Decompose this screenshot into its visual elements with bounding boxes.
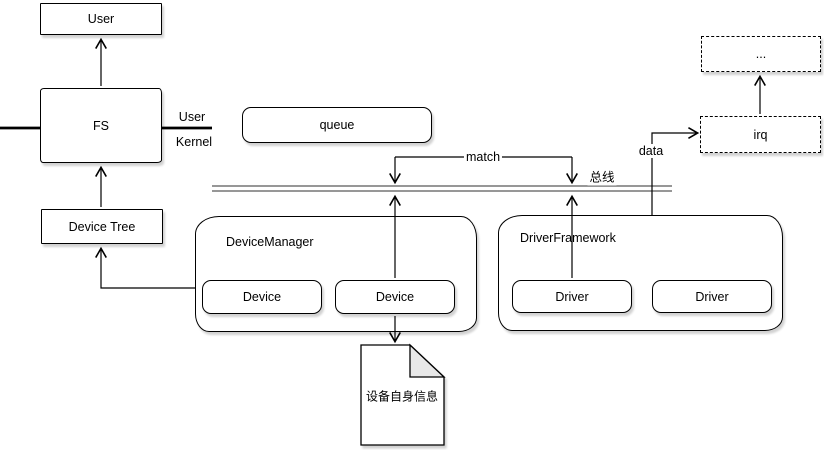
container-driver-framework-label: DriverFramework: [520, 231, 616, 245]
node-driver-1: Driver: [512, 280, 632, 313]
node-queue: queue: [242, 107, 432, 143]
container-device-manager-label: DeviceManager: [226, 235, 314, 249]
note-fold: [409, 343, 446, 378]
node-user: User: [40, 3, 162, 35]
node-device-1: Device: [202, 280, 322, 314]
boundary-kernel-label: Kernel: [173, 135, 215, 149]
data-edge-label: data: [636, 144, 666, 158]
node-device-2: Device: [335, 280, 455, 314]
match-edge-label: match: [463, 150, 503, 164]
edge-device-manager-to-device-tree: [95, 246, 195, 289]
boundary-user-label: User: [176, 110, 208, 124]
bus-label: 总线: [587, 166, 617, 186]
node-fs: FS: [40, 88, 162, 163]
note-text: 设备自身信息: [365, 389, 439, 404]
container-device-manager: [195, 216, 477, 332]
node-irq: irq: [700, 116, 821, 153]
node-driver-2: Driver: [652, 280, 772, 313]
node-device-tree: Device Tree: [41, 209, 163, 244]
node-more: ...: [701, 36, 821, 72]
